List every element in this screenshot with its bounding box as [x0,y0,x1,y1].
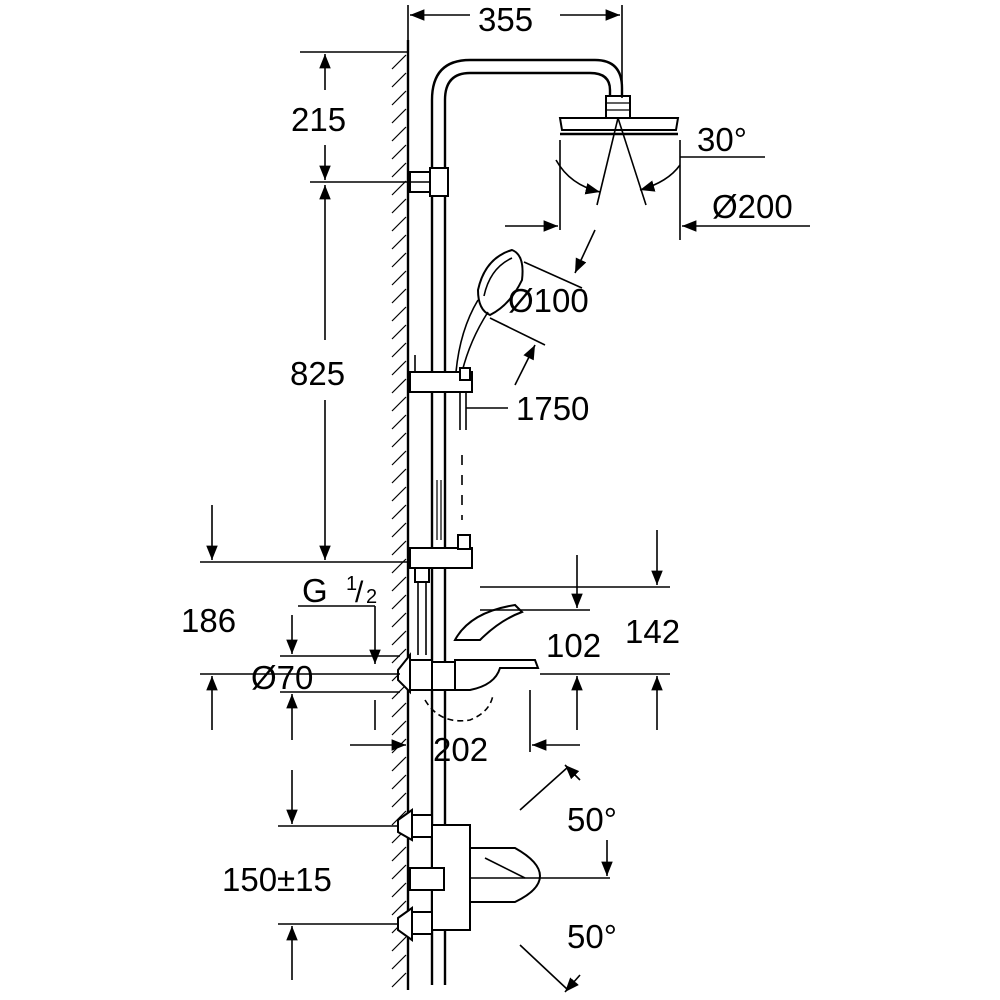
wall-hatch-line [391,342,407,358]
wall-hatch-line [391,882,407,898]
riser-pipe [430,58,624,985]
svg-text:2: 2 [366,586,377,608]
wall-hatch-line [391,396,407,412]
wall-hatch-line [391,162,407,178]
dim-thread-g-half: G 1 / 2 [302,572,377,609]
wall-hatch-line [391,126,407,142]
wall-hatch-line [391,72,407,88]
wall-hatch-line [391,324,407,340]
lower-bracket [409,534,473,655]
wall-hatch-line [391,846,407,862]
dim-diameter-200: Ø200 [712,188,793,225]
wall-hatch-line [391,108,407,124]
wall-hatch-line [391,468,407,484]
wall-hatch-line [391,864,407,880]
wall-hatch-line [391,738,407,754]
wall-hatch-line [391,306,407,322]
wall-hatch-line [391,936,407,952]
wall-hatch-line [391,972,407,988]
dim-186: 186 [181,602,236,639]
wall-hatch-line [391,360,407,376]
wall-hatch-line [391,270,407,286]
dim-50-degrees-lower: 50° [567,918,617,955]
wall-hatch-line [391,810,407,826]
wall-hatch-line [391,792,407,808]
wall-hatch-line [391,774,407,790]
wall-hatch-line [391,504,407,520]
bath-mixer-front [397,766,610,991]
hand-shower-slider [409,355,473,393]
dim-825: 825 [290,355,345,392]
wall-hatch-line [391,594,407,610]
wall-hatch-line [391,180,407,196]
wall-hatch-line [391,720,407,736]
wall-hatch-line [391,378,407,394]
wall-hatch-line [391,54,407,70]
svg-text:/: / [355,576,364,609]
wall-hatch-line [391,756,407,772]
wall-hatch-line [391,288,407,304]
dim-355: 355 [478,1,533,38]
wall-hatch-line [391,450,407,466]
overhead-shower-head [555,95,681,206]
dim-50-degrees-upper: 50° [567,801,617,838]
wall-hatch-line [391,612,407,628]
dim-142: 142 [625,613,680,650]
bath-mixer-side [397,603,540,722]
wall-hatch-line [391,702,407,718]
wall-hatch-line [391,540,407,556]
wall-hatch-line [391,234,407,250]
svg-text:1: 1 [346,573,357,595]
dim-102: 102 [546,627,601,664]
wall-hatch-line [391,432,407,448]
dim-diameter-100: Ø100 [508,282,589,319]
svg-text:G: G [302,572,328,609]
wall-hatch-line [391,522,407,538]
wall-hatch-line [391,90,407,106]
wall-hatch-line [391,144,407,160]
wall-hatch-line [391,486,407,502]
dim-30-degrees: 30° [697,121,747,158]
wall-hatch-line [391,216,407,232]
dim-diameter-70: Ø70 [251,659,313,696]
wall-hatch-line [391,252,407,268]
wall-hatch-line [391,414,407,430]
wall-hatch-line [391,900,407,916]
wall-hatch-line [391,954,407,970]
dim-215: 215 [291,101,346,138]
dimension-lines [200,5,810,993]
dimension-labels: 355 215 30° Ø200 Ø100 825 1750 G 1 / 2 1… [181,1,793,955]
dim-150-plus-minus-15: 150±15 [222,861,332,898]
wall-hatch-line [391,630,407,646]
wall-hatch-line [391,576,407,592]
dim-202: 202 [433,731,488,768]
dim-1750: 1750 [516,390,589,427]
wall-hatch-line [391,558,407,574]
wall-hatch-line [391,198,407,214]
